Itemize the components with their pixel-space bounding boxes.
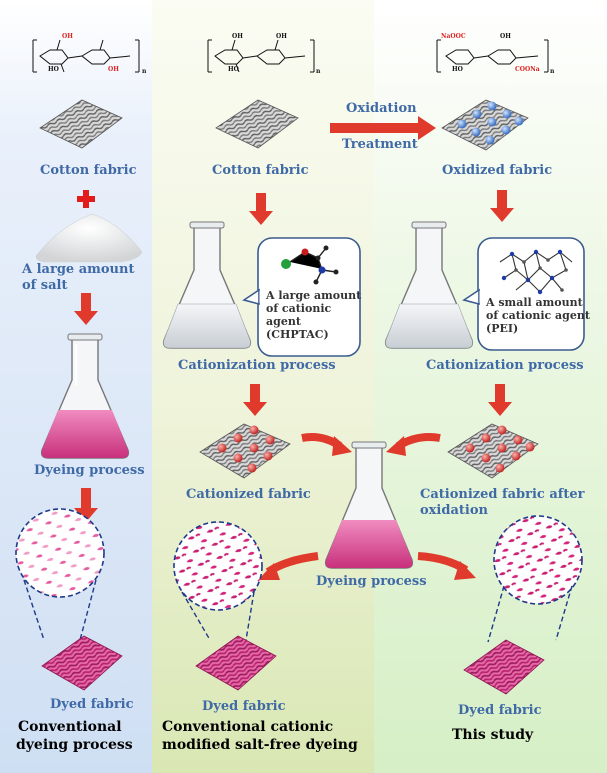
label-agent-mid-4: (CHPTAC) [266,328,329,341]
oxidized-fabric-blue-spheres [457,101,524,145]
chlorine-atom [281,259,291,269]
label-cationization-right: Cationization process [426,358,584,373]
label-oxidation: Oxidation [346,101,417,116]
arrow-left-down-1 [74,293,98,325]
label-agent-right-3: (PEI) [486,322,519,335]
label-dyeing-left: Dyeing process [34,463,145,478]
cationized-fabric-right [447,423,539,479]
footer-mid-2: modified salt-free dyeing [162,737,358,753]
label-oxidized-fabric: Oxidized fabric [442,163,553,178]
flask-right-cationization [384,221,474,349]
cellulose-structure-left [32,39,140,73]
cotton-fabric-mid [215,99,299,149]
footer-left-2: dyeing process [16,737,133,753]
chem-oh-left-top: OH [62,33,73,40]
label-agent-mid-2: of cationic [266,302,332,315]
dyed-fabric-right [463,639,545,695]
label-cationized-right-2: oxidation [420,503,488,518]
cationized-fabric-right-cations [465,425,535,473]
label-dyed-left: Dyed fabric [50,697,134,712]
chem-n-right: n [550,68,555,75]
bubble-pei [462,237,585,351]
chem-oh-mid-2: OH [276,33,287,40]
label-salt-1: A large amount [22,262,135,277]
chem-ho-left-1: HO [48,66,59,73]
arrow-oxidation [330,116,436,140]
label-agent-mid-3: agent [266,315,301,328]
chem-n-mid: n [316,68,321,75]
plus-icon [77,190,95,208]
label-agent-right-2: of cationic agent [486,309,590,322]
dyed-fabric-mid [195,635,277,691]
arrow-mid-down-1 [249,193,273,225]
cotton-fabric-left [39,99,123,149]
cationized-fabric-mid-cations [217,425,275,473]
zoom-circle-right [487,515,583,643]
zoom-circle-mid [173,521,263,641]
cationized-fabric-mid [199,423,291,479]
label-cotton-fabric-left: Cotton fabric [40,163,137,178]
chem-oh-right: OH [500,33,511,40]
arrow-right-down-1 [490,190,514,222]
footer-left-1: Conventional [18,719,122,735]
label-dyeing-center: Dyeing process [316,574,427,589]
flask-mid-cationization [162,221,252,349]
label-treatment: Treatment [342,137,418,152]
flask-center-dyeing [324,441,414,569]
dyed-fabric-left [41,635,123,691]
chem-oh-mid-1: OH [232,33,243,40]
label-cotton-fabric-mid: Cotton fabric [212,163,309,178]
label-dyed-right: Dyed fabric [458,703,542,718]
label-cationization-mid: Cationization process [178,358,336,373]
oxidized-fabric [441,99,529,151]
chem-n-left: n [142,68,147,75]
footer-right: This study [452,727,534,743]
label-salt-2: of salt [22,278,68,293]
arrow-right-down-2 [488,384,512,416]
label-dyed-mid: Dyed fabric [202,699,286,714]
chem-ho-mid: HO [228,66,239,73]
label-cationized-right-1: Cationized fabric after [420,487,585,502]
chem-naooc: NaOOC [441,33,466,40]
chem-ho-right: HO [452,66,463,73]
oxidized-cellulose-structure [436,39,549,73]
bubble-chptac [242,237,361,357]
label-agent-mid-1: A large amount [266,289,362,302]
salt-pile [35,213,143,263]
chem-oh-left-bottom: OH [108,66,119,73]
arrow-mid-down-2 [243,384,267,416]
chem-coona: COONa [515,66,540,73]
flask-left-dyeing [40,333,130,459]
label-agent-right-1: A small amount [486,296,583,309]
zoom-circle-left [15,508,105,641]
footer-mid-1: Conventional cationic [162,719,334,735]
cellulose-structure-mid [207,39,315,73]
label-cationized-mid: Cationized fabric [186,487,311,502]
